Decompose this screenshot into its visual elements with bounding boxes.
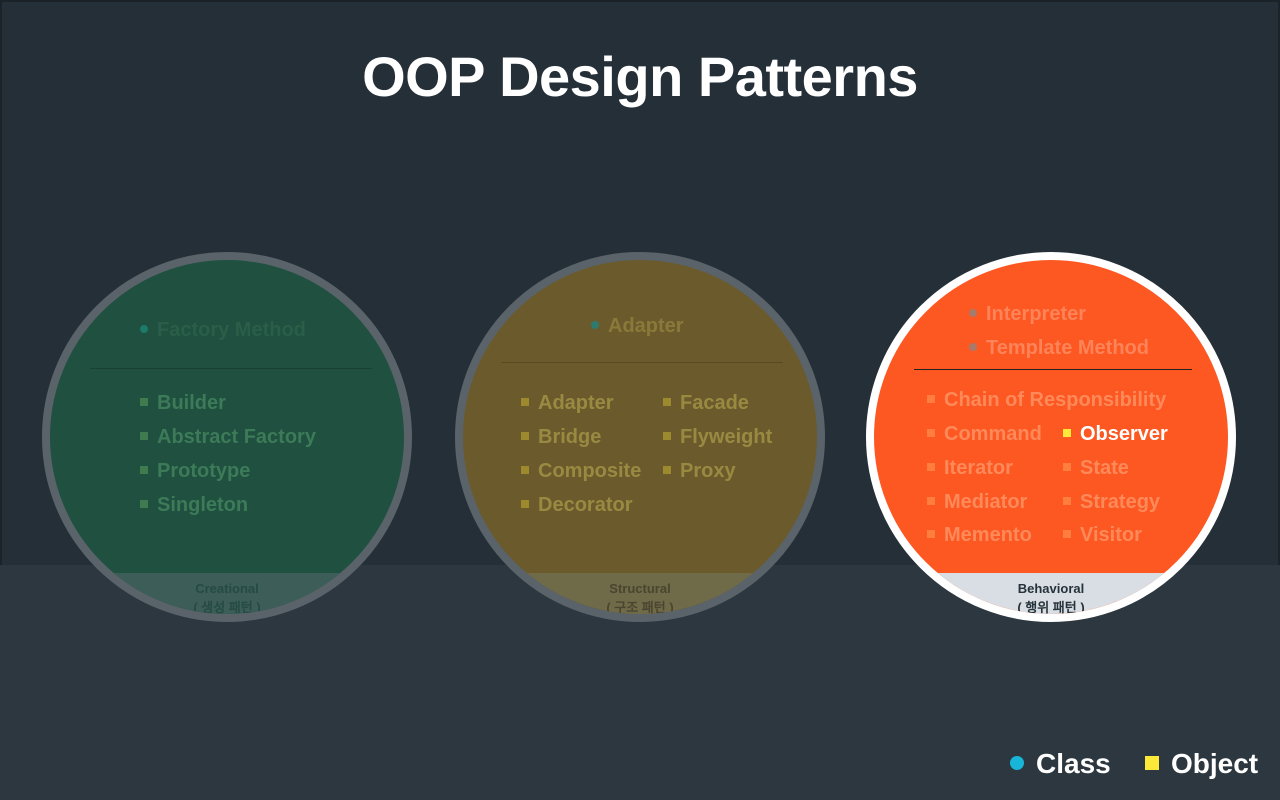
- object-pattern-item: Iterator: [927, 456, 1013, 480]
- object-square-icon: [140, 397, 148, 406]
- object-square-icon: [663, 465, 671, 474]
- divider: [90, 368, 372, 369]
- object-square-icon: [140, 465, 148, 474]
- object-square-icon: [521, 499, 529, 508]
- object-pattern-item: Proxy: [663, 459, 736, 483]
- structural-circle: Adapter Adapter Bridge Composite Decorat…: [455, 252, 825, 622]
- class-dot-icon: [969, 308, 977, 317]
- object-square-icon: [521, 431, 529, 440]
- object-square-icon: [1063, 496, 1071, 505]
- object-square-icon: [927, 529, 935, 538]
- class-dot-icon: [1010, 755, 1024, 770]
- object-square-icon: [927, 496, 935, 505]
- object-pattern-item: State: [1063, 456, 1129, 480]
- object-pattern-item: Strategy: [1063, 490, 1160, 514]
- divider: [914, 369, 1192, 370]
- object-pattern-item: Mediator: [927, 490, 1027, 514]
- object-square-icon: [1145, 755, 1159, 770]
- object-square-icon: [521, 397, 529, 406]
- page-title: OOP Design Patterns: [362, 45, 918, 108]
- object-square-icon: [927, 462, 935, 471]
- object-pattern-item: Builder: [140, 391, 226, 415]
- class-dot-icon: [591, 320, 599, 329]
- group-label-behavioral: Behavioral ( 행위 패턴 ): [874, 573, 1228, 614]
- legend-class: Class: [1010, 748, 1111, 780]
- object-pattern-item: Command: [927, 422, 1042, 446]
- class-pattern-item: Interpreter: [969, 302, 1086, 326]
- class-dot-icon: [140, 324, 148, 333]
- object-square-icon: [140, 499, 148, 508]
- class-pattern-item: Template Method: [969, 336, 1149, 360]
- object-square-icon: [1063, 428, 1071, 437]
- object-square-icon: [1063, 529, 1071, 538]
- group-label-creational: Creational ( 생성 패턴 ): [50, 573, 404, 614]
- legend-object: Object: [1145, 748, 1258, 780]
- object-pattern-item-highlighted: Observer: [1063, 422, 1168, 446]
- object-pattern-item: Decorator: [521, 493, 632, 517]
- object-pattern-item: Singleton: [140, 493, 248, 517]
- object-pattern-item: Prototype: [140, 459, 250, 483]
- class-dot-icon: [969, 342, 977, 351]
- group-label-structural: Structural ( 구조 패턴 ): [463, 573, 817, 614]
- object-pattern-item: Memento: [927, 523, 1032, 547]
- object-square-icon: [663, 397, 671, 406]
- class-pattern-item: Adapter: [591, 314, 684, 338]
- object-pattern-item: Adapter: [521, 391, 614, 415]
- object-pattern-item: Flyweight: [663, 425, 772, 449]
- behavioral-circle: Interpreter Template Method Chain of Res…: [866, 252, 1236, 622]
- object-pattern-item: Chain of Responsibility: [927, 388, 1166, 412]
- object-pattern-item: Visitor: [1063, 523, 1142, 547]
- object-square-icon: [927, 428, 935, 437]
- divider: [501, 362, 783, 363]
- object-square-icon: [1063, 462, 1071, 471]
- object-pattern-item: Facade: [663, 391, 749, 415]
- object-pattern-item: Bridge: [521, 425, 601, 449]
- object-square-icon: [927, 394, 935, 403]
- class-pattern-item: Factory Method: [140, 318, 306, 342]
- object-square-icon: [521, 465, 529, 474]
- object-pattern-item: Composite: [521, 459, 641, 483]
- object-pattern-item: Abstract Factory: [140, 425, 316, 449]
- creational-circle: Factory Method Builder Abstract Factory …: [42, 252, 412, 622]
- object-square-icon: [663, 431, 671, 440]
- object-square-icon: [140, 431, 148, 440]
